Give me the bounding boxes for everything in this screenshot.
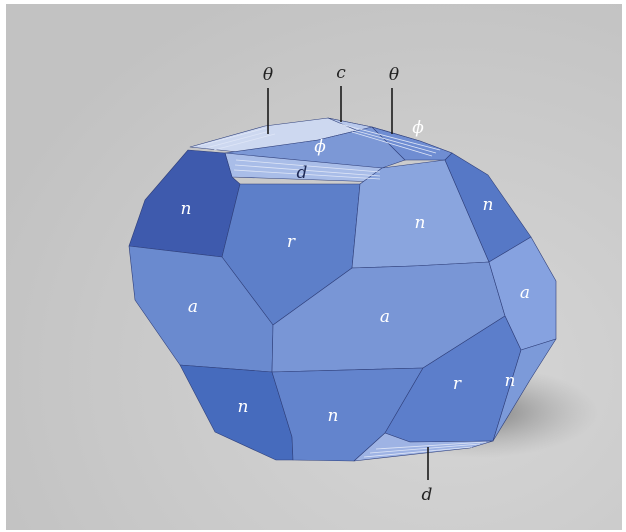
label-n-upper-left: n [181,199,192,219]
label-a-right: a [520,283,530,303]
label-c-top: c [336,63,346,83]
label-theta-left: θ [263,65,273,85]
label-a-left: a [188,297,198,317]
label-n-upper-right: n [483,195,494,215]
label-n-lower-mid: n [328,406,339,426]
label-r-lower: r [453,374,462,394]
label-phi-top: ϕ [314,137,326,157]
label-n-upper-mid: n [415,213,426,233]
label-r-upper: r [287,232,296,252]
label-d-top: d [297,163,308,183]
label-phi-right: ϕ [412,118,424,138]
label-theta-right: θ [389,65,399,85]
label-a-center: a [380,307,390,327]
label-n-lower-left: n [238,397,249,417]
label-n-lower-right: n [505,371,516,391]
label-d-bottom: d [422,485,433,505]
